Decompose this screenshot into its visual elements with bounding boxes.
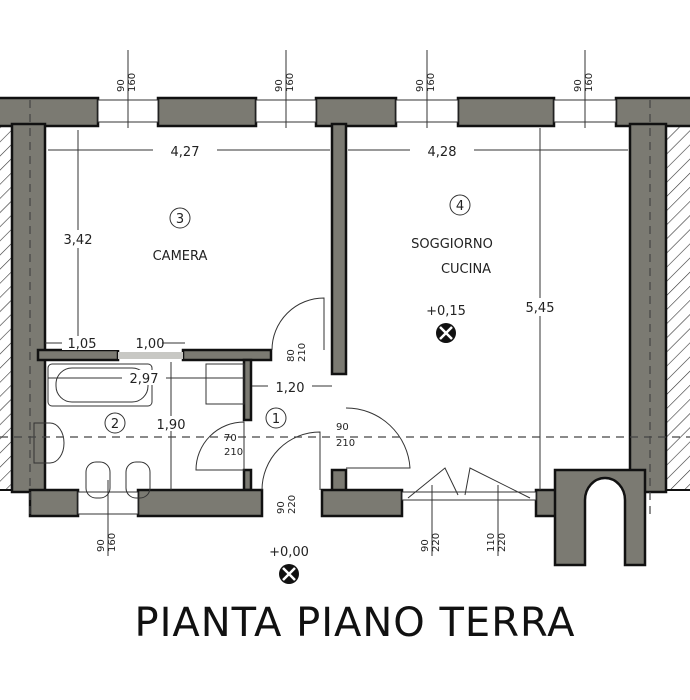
room-name: CAMERA bbox=[153, 249, 208, 264]
level-soggiorno: +0,15 bbox=[426, 304, 466, 319]
svg-text:90: 90 bbox=[116, 79, 127, 92]
svg-text:90: 90 bbox=[336, 422, 349, 433]
svg-text:210: 210 bbox=[224, 447, 243, 458]
dim-bath-depth: 1,90 bbox=[157, 418, 186, 433]
room-3-camera: 3 CAMERA bbox=[153, 207, 208, 264]
dim-soggiorno-width: 4,28 bbox=[428, 145, 457, 160]
svg-text:90: 90 bbox=[573, 79, 584, 92]
svg-text:160: 160 bbox=[127, 73, 138, 92]
right-adjacent-hatch bbox=[665, 124, 690, 491]
svg-text:160: 160 bbox=[584, 73, 595, 92]
dim-camera-depth: 3,42 bbox=[64, 233, 93, 248]
room-1: 1 bbox=[265, 407, 287, 429]
svg-text:80: 80 bbox=[286, 349, 297, 362]
dim-seg-b: 1,00 bbox=[136, 337, 165, 352]
level-marker-icon bbox=[436, 323, 456, 343]
dim-camera-width: 4,27 bbox=[171, 145, 200, 160]
svg-text:110: 110 bbox=[486, 533, 497, 552]
walls bbox=[0, 96, 690, 567]
room-4-soggiorno: 4 SOGGIORNO CUCINA bbox=[411, 194, 493, 277]
room-number: 2 bbox=[111, 417, 119, 432]
room-number: 1 bbox=[272, 412, 280, 427]
svg-text:160: 160 bbox=[426, 73, 437, 92]
svg-text:210: 210 bbox=[336, 438, 355, 449]
svg-text:90: 90 bbox=[276, 501, 287, 514]
room-name-line2: CUCINA bbox=[441, 262, 491, 277]
dim-hall-width: 1,20 bbox=[276, 381, 305, 396]
doors bbox=[195, 297, 411, 491]
dim-soggiorno-depth: 5,45 bbox=[526, 301, 555, 316]
svg-text:90: 90 bbox=[96, 539, 107, 552]
svg-text:220: 220 bbox=[287, 495, 298, 514]
room-number: 4 bbox=[456, 199, 464, 214]
level-entrance: +0,00 bbox=[269, 545, 309, 560]
dim-seg-a: 1,05 bbox=[68, 337, 97, 352]
svg-text:220: 220 bbox=[497, 533, 508, 552]
svg-text:160: 160 bbox=[285, 73, 296, 92]
left-adjacent-hatch bbox=[0, 124, 13, 491]
room-number: 3 bbox=[176, 212, 184, 227]
level-marker-icon bbox=[279, 564, 299, 584]
windows bbox=[77, 50, 617, 556]
plan-title: PIANTA PIANO TERRA bbox=[134, 600, 575, 646]
svg-text:160: 160 bbox=[107, 533, 118, 552]
room-name-line1: SOGGIORNO bbox=[411, 237, 493, 252]
dim-bath-width: 2,97 bbox=[130, 372, 159, 387]
room-2: 2 bbox=[104, 412, 126, 434]
svg-text:90: 90 bbox=[274, 79, 285, 92]
svg-text:210: 210 bbox=[297, 343, 308, 362]
svg-text:70: 70 bbox=[224, 433, 237, 444]
svg-text:90: 90 bbox=[420, 539, 431, 552]
svg-text:220: 220 bbox=[431, 533, 442, 552]
svg-text:90: 90 bbox=[415, 79, 426, 92]
